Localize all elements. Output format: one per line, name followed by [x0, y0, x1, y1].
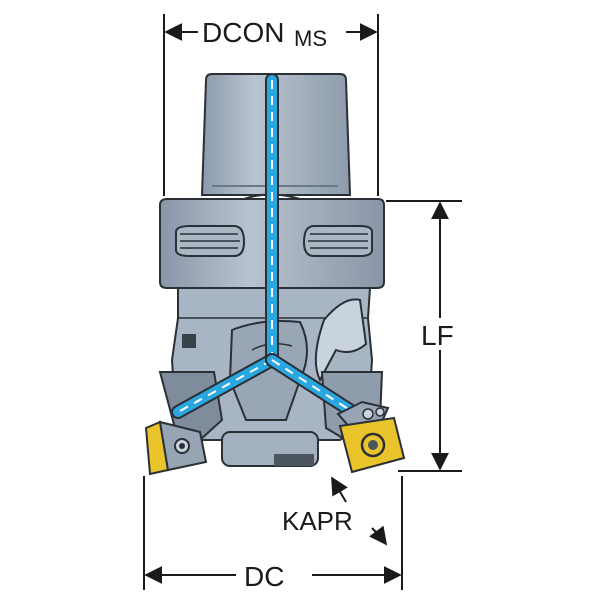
insert-right: [336, 400, 406, 474]
cutter-body: [158, 73, 385, 467]
dcon-label: DCON: [202, 17, 284, 48]
lf-label: LF: [421, 320, 454, 351]
flute-right: [314, 298, 368, 383]
insert-left: [144, 420, 208, 476]
dc-label: DC: [244, 561, 284, 592]
flange-slot-right: [302, 225, 373, 257]
flange-slot-left: [175, 225, 246, 257]
dimension-lines: [143, 14, 462, 590]
kapr-label: KAPR: [282, 506, 353, 536]
coolant-channels: [171, 73, 363, 421]
dcon-subscript: MS: [294, 26, 327, 51]
